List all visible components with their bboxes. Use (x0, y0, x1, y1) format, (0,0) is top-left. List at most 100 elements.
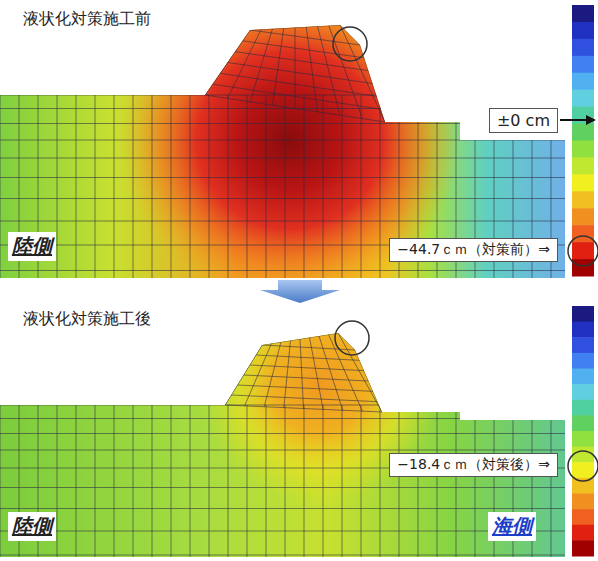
mesh-line (231, 395, 377, 402)
scale-step (572, 415, 594, 431)
value-text: ±0 cm (497, 111, 550, 130)
mesh-line (355, 350, 382, 412)
mesh-line (247, 405, 248, 557)
mesh-line (228, 63, 373, 84)
mesh-line (304, 95, 305, 278)
mesh-line (57, 405, 58, 557)
fem-mesh (0, 333, 565, 557)
mesh-line (266, 95, 267, 278)
mesh-line (262, 345, 355, 350)
mesh-line (0, 177, 565, 178)
mesh-line (250, 25, 340, 30)
scale-step (572, 384, 594, 400)
mesh-line (228, 405, 229, 557)
fem-mesh (0, 25, 565, 278)
mesh-line (171, 405, 172, 557)
mesh-line (0, 450, 565, 451)
mesh-line (213, 84, 381, 109)
mesh-line (171, 95, 172, 278)
scale-step (572, 259, 594, 276)
scale-step (572, 322, 594, 338)
mesh-line (361, 405, 362, 557)
scale-step (572, 509, 594, 525)
highlight-circle (335, 321, 369, 355)
mesh-line (256, 355, 360, 360)
scale-step (572, 225, 594, 242)
value-callout: ±0 cm (489, 108, 558, 133)
mesh-line (152, 95, 153, 278)
scale-step (572, 5, 594, 22)
scale-step (572, 353, 594, 369)
mesh-line (380, 405, 381, 557)
mesh-line (250, 30, 360, 45)
mesh-line (0, 270, 565, 271)
mesh-line (152, 405, 153, 557)
mesh-line (262, 333, 338, 345)
mesh-line (0, 158, 565, 159)
mesh-line (0, 433, 565, 434)
mesh-line (323, 405, 324, 557)
color-scale (572, 306, 594, 557)
ground-field (0, 333, 565, 557)
scale-step (572, 157, 594, 174)
ground-field (0, 25, 565, 278)
mesh-line (205, 95, 385, 122)
mesh-line (323, 95, 324, 278)
mesh-line (399, 405, 400, 557)
mesh-line (285, 95, 286, 278)
side-label: 陸側 (8, 512, 56, 541)
mesh-line (247, 95, 248, 278)
arrow-head (586, 115, 596, 125)
mesh-line (361, 95, 362, 278)
mesh-line (228, 95, 229, 278)
mesh-line (0, 140, 565, 141)
value-text: −18.4ｃｍ（対策後）⇒ (397, 456, 550, 472)
scale-step (572, 337, 594, 353)
highlight-circle (568, 236, 598, 266)
mesh-line (95, 95, 96, 278)
scale-step (572, 73, 594, 90)
mesh-line (266, 405, 267, 557)
scale-step (572, 22, 594, 39)
mesh-line (285, 405, 286, 557)
highlight-circle (568, 451, 598, 481)
mesh-line (475, 405, 476, 557)
mesh-line (338, 333, 355, 350)
mesh-line (228, 29, 262, 98)
value-callout: −18.4ｃｍ（対策後）⇒ (389, 453, 558, 477)
mesh-line (342, 95, 343, 278)
mesh-line (0, 418, 565, 419)
lower-panel (0, 333, 565, 557)
mesh-line (437, 405, 438, 557)
side-label: 海側 (488, 512, 536, 541)
scale-step (572, 56, 594, 73)
mesh-line (0, 487, 565, 488)
mesh-line (0, 405, 1, 557)
mesh-line (209, 405, 210, 557)
mesh-line (0, 405, 565, 406)
value-callout: −44.7ｃｍ（対策前）⇒ (389, 238, 558, 262)
mesh-line (0, 555, 565, 556)
leader-arrow (560, 119, 587, 121)
scale-step (572, 191, 594, 208)
scale-step (572, 494, 594, 510)
mesh-line (57, 95, 58, 278)
highlight-circle (333, 27, 367, 61)
mesh-line (237, 385, 373, 391)
mesh-line (551, 405, 552, 557)
mesh-line (114, 405, 115, 557)
mesh-line (209, 95, 210, 278)
mesh-line (250, 365, 364, 371)
mesh-line (340, 25, 385, 122)
value-text: −44.7ｃｍ（対策前）⇒ (397, 241, 550, 257)
mesh-line (205, 30, 250, 95)
mesh-line (0, 198, 565, 199)
mesh-line (205, 30, 250, 95)
side-label: 陸側 (8, 232, 56, 261)
mesh-line (0, 95, 1, 278)
mesh-line (456, 405, 457, 557)
scale-step (572, 525, 594, 541)
mesh-line (244, 375, 369, 381)
mesh-line (0, 108, 565, 109)
scale-step (572, 447, 594, 463)
